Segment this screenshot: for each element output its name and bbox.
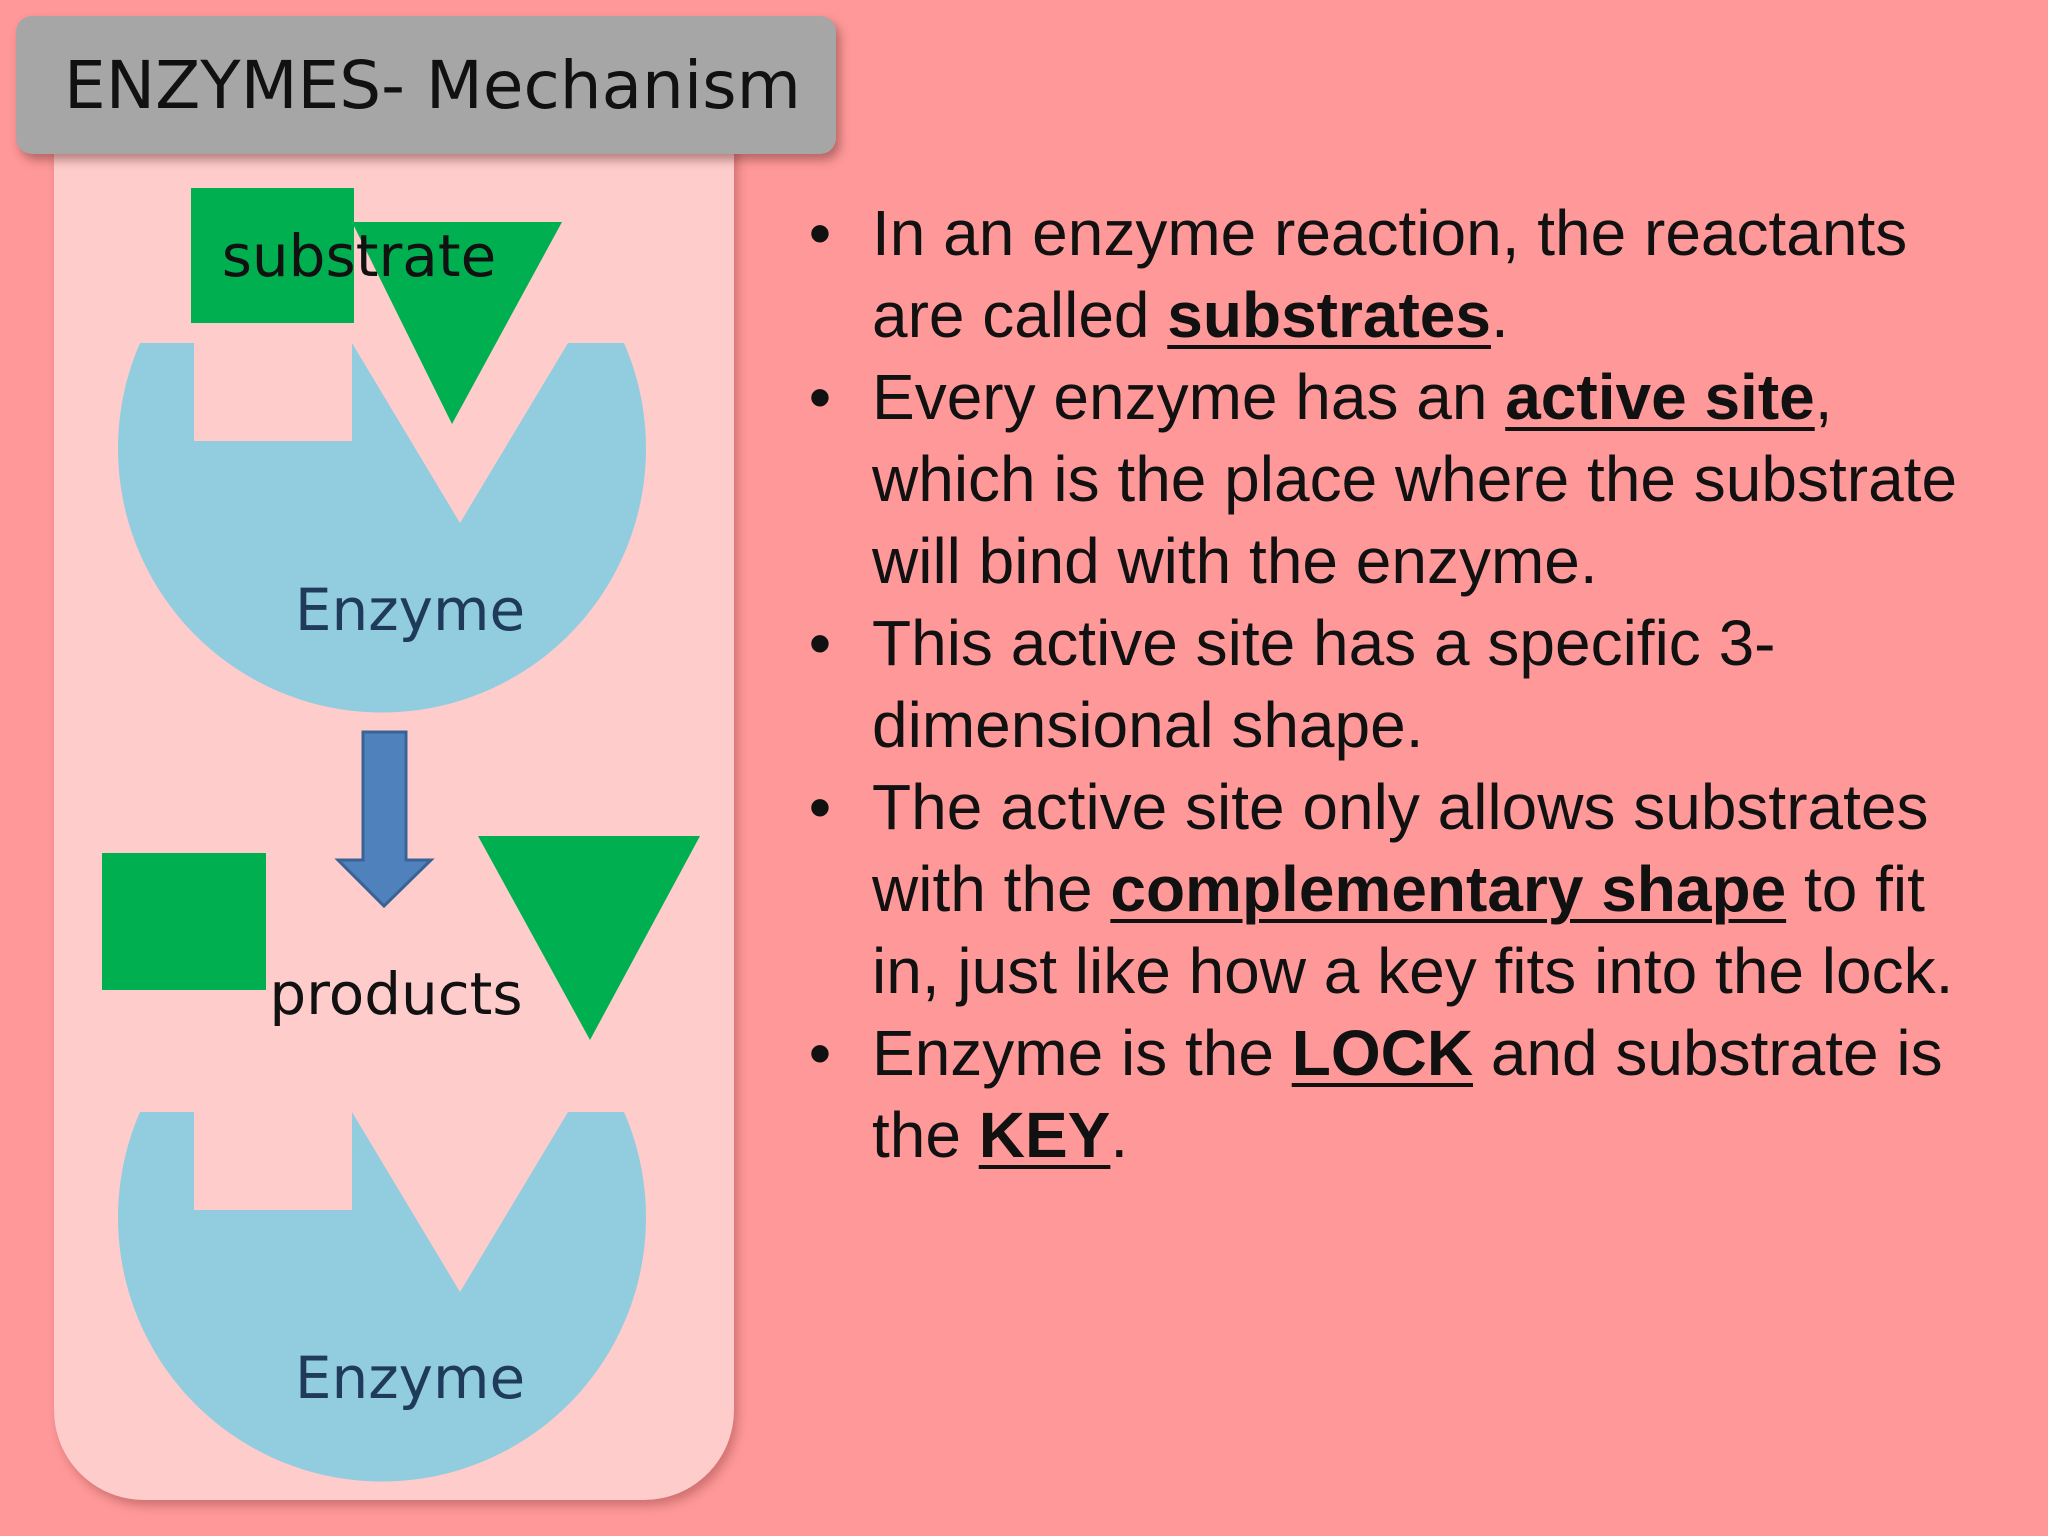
bullet-item: • Every enzyme has an active site, which … [800, 356, 2000, 602]
products-label: products [269, 960, 522, 1028]
key-term: active site [1505, 361, 1815, 433]
down-arrow-icon [334, 730, 435, 909]
bullet-dot-icon: • [808, 771, 832, 843]
bullet-text: The active site only allows substrates w… [872, 771, 1929, 925]
bullet-dot-icon: • [808, 361, 832, 433]
substrate-triangle [352, 222, 562, 424]
bullet-dot-icon: • [808, 607, 832, 679]
key-term: substrates [1167, 279, 1491, 351]
bullet-text: In an enzyme reaction, the reactants are… [872, 197, 1908, 351]
enzyme-top-label: Enzyme [295, 576, 525, 644]
bullet-text: to fit in, just like how a key fits into… [872, 853, 1954, 1007]
bullet-item: • Enzyme is the LOCK and substrate is the… [800, 1012, 2000, 1176]
key-term: complementary shape [1110, 853, 1787, 925]
enzyme-bottom-shape [118, 1112, 647, 1482]
bullet-dot-icon: • [808, 1017, 832, 1089]
bullet-item: • This active site has a specific 3-dimen… [800, 602, 2000, 766]
substrate-square [191, 188, 354, 323]
bullet-text: Enzyme is the [872, 1017, 1292, 1089]
bullet-text: . [1490, 279, 1509, 351]
substrate-label: substrate [222, 222, 497, 290]
bullet-text: and substrate is the [872, 1017, 1943, 1171]
title-box: ENZYMES- Mechanism [16, 16, 836, 154]
bullet-dot-icon: • [808, 197, 832, 269]
bullet-list: • In an enzyme reaction, the reactants ar… [800, 192, 2000, 1176]
bullet-item: • In an enzyme reaction, the reactants ar… [800, 192, 2000, 356]
key-term: KEY [978, 1099, 1111, 1171]
product-triangle [478, 836, 700, 1040]
product-square [102, 853, 266, 990]
slide-title: ENZYMES- Mechanism [64, 46, 801, 124]
bullet-text: Every enzyme has an [872, 361, 1506, 433]
bullet-text: , which is the place where the substrate… [872, 361, 1958, 597]
bullet-text: This active site has a specific 3-dimens… [872, 607, 1776, 761]
enzyme-bottom-label: Enzyme [295, 1344, 525, 1412]
bullet-text: . [1110, 1099, 1129, 1171]
bullet-item: • The active site only allows substrates … [800, 766, 2000, 1012]
key-term: LOCK [1291, 1017, 1474, 1089]
enzyme-top-shape [118, 343, 647, 713]
